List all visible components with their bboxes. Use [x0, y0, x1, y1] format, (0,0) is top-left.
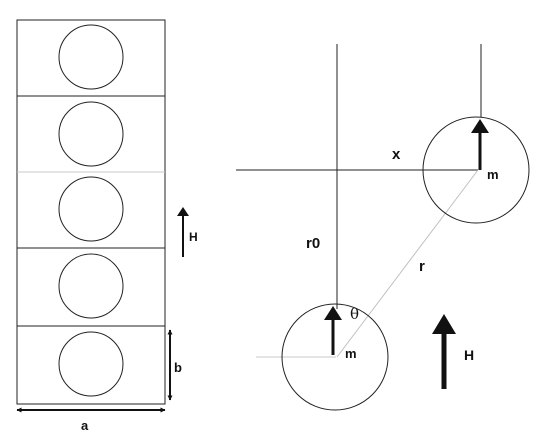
angle-theta-label: θ — [350, 305, 359, 323]
separation-r-label: r — [419, 258, 425, 275]
upper-particle — [422, 116, 530, 224]
lower-particle — [281, 303, 389, 411]
left-field-arrow — [177, 207, 189, 257]
cell-particle-1 — [58, 24, 124, 90]
cell-particle-3 — [58, 176, 124, 242]
upper-moment-arrow — [471, 119, 489, 170]
lower-moment-arrow — [324, 306, 342, 355]
right-field-arrow — [432, 314, 456, 389]
cell-stack-outline — [16, 19, 166, 405]
upper-moment-label: m — [487, 167, 499, 182]
lower-moment-label: m — [345, 346, 357, 361]
left-field-label: H — [189, 230, 198, 244]
cell-particle-5 — [58, 331, 124, 397]
right-field-label: H — [464, 347, 474, 363]
cell-stack — [16, 19, 166, 405]
dimension-a-label: a — [81, 418, 89, 433]
offset-x-label: x — [392, 146, 401, 163]
cell-particle-4 — [58, 253, 124, 319]
dimension-b-label: b — [174, 360, 182, 375]
initial-separation-label: r0 — [306, 235, 320, 252]
separation-line — [336, 169, 479, 358]
cell-particle-2 — [58, 101, 124, 167]
